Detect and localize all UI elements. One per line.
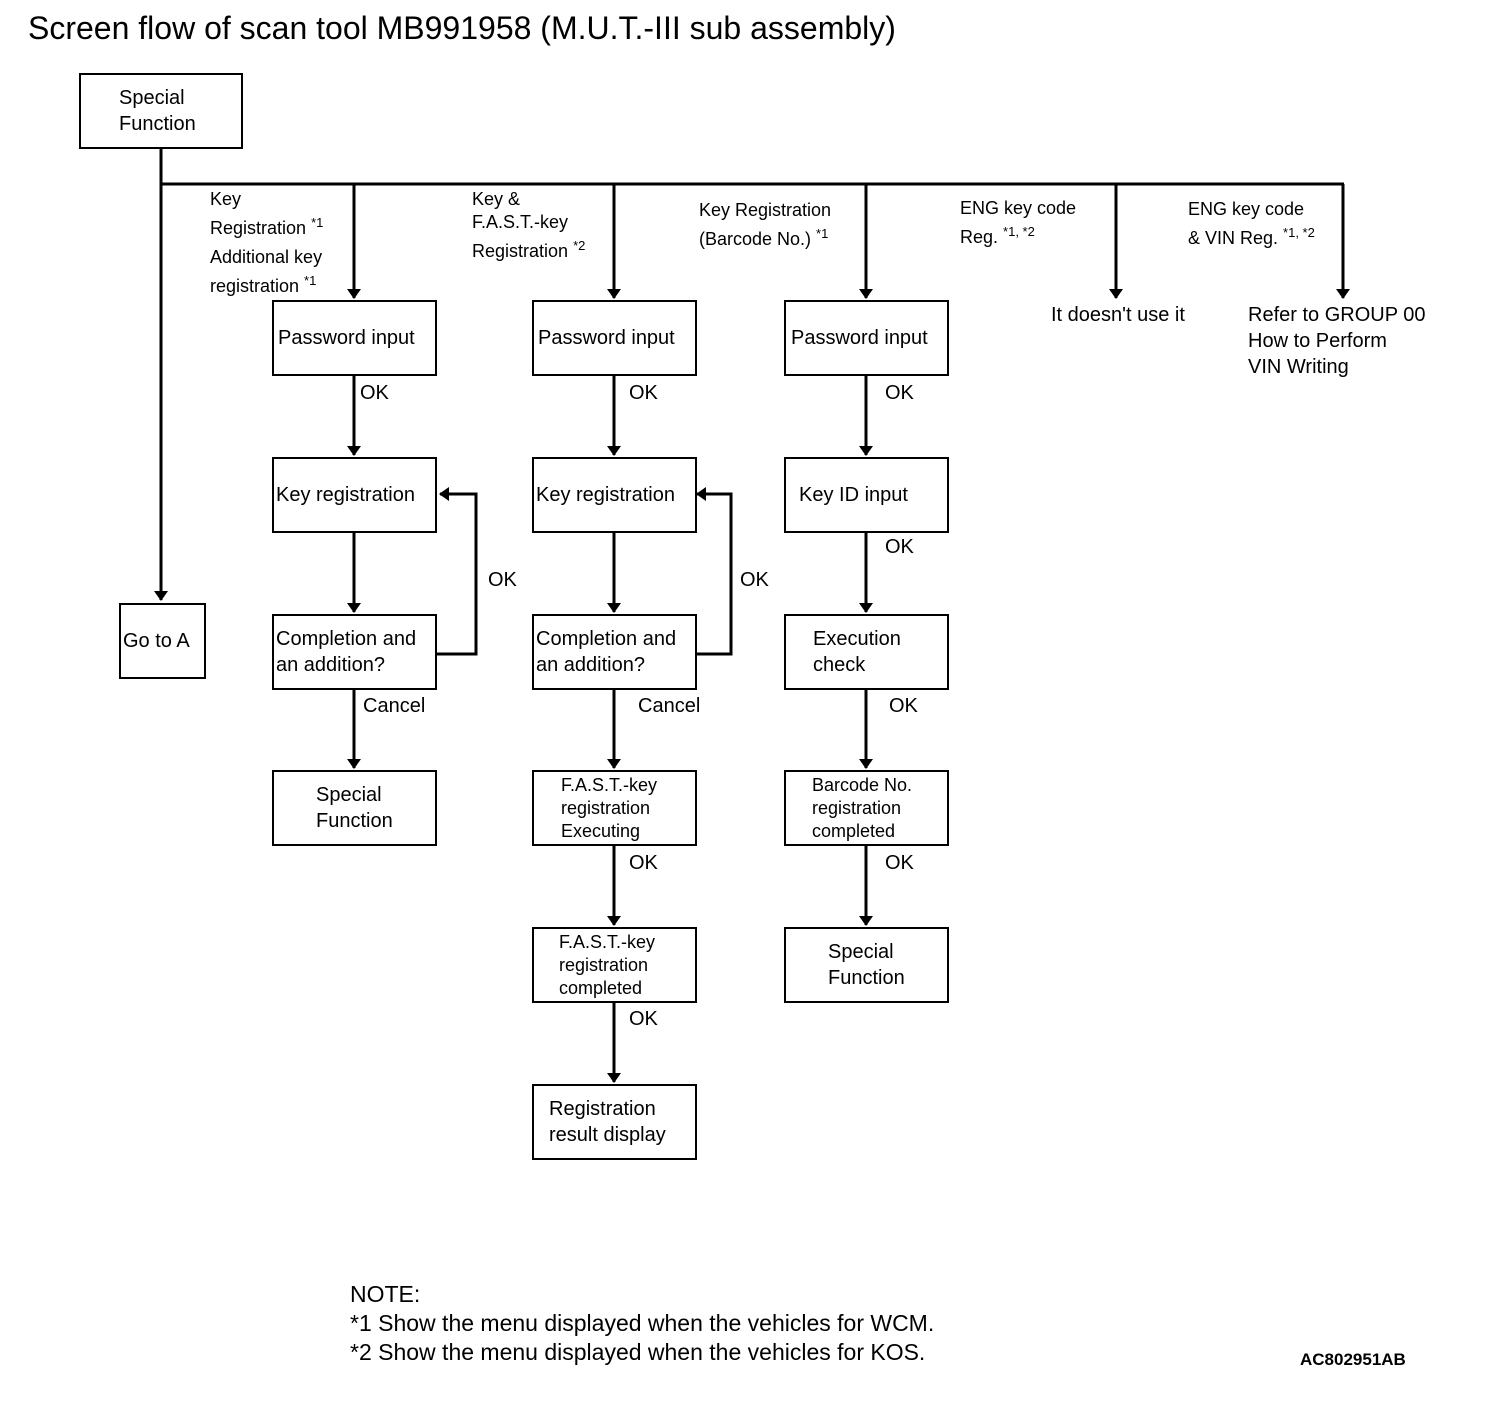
loop-c2 bbox=[696, 487, 733, 656]
c3-ok4: OK bbox=[885, 852, 914, 874]
branch1-label-b: Additional key registration *1 bbox=[210, 247, 323, 296]
c3-barcode-box: Barcode No. registration completed bbox=[784, 770, 949, 846]
c1-ok1: OK bbox=[360, 382, 389, 404]
c2-result-box: Registration result display bbox=[532, 1084, 697, 1160]
branch1-label-a: Key Registration *1 bbox=[210, 189, 324, 238]
footnote: NOTE: *1 Show the menu displayed when th… bbox=[350, 1281, 935, 1365]
root-box: Special Function bbox=[79, 73, 243, 149]
c1-cancel: Cancel bbox=[363, 695, 426, 717]
branch5-label: ENG key code & VIN Reg. *1, *2 bbox=[1188, 199, 1315, 248]
goto-box: Go to A bbox=[119, 603, 206, 679]
c2-keyreg-box: Key registration bbox=[532, 457, 697, 533]
branch3-label: Key Registration (Barcode No.) *1 bbox=[699, 200, 832, 249]
c1-keyreg-box: Key registration bbox=[272, 457, 437, 533]
c3-exec-box: Execution check bbox=[784, 614, 949, 690]
c1-special-box: Special Function bbox=[272, 770, 437, 846]
c1-completion-box: Completion and an addition? bbox=[272, 614, 437, 690]
c2-completion-box: Completion and an addition? bbox=[532, 614, 697, 690]
c3-ok3: OK bbox=[889, 695, 918, 717]
c2-cancel: Cancel bbox=[638, 695, 701, 717]
branch4-result: It doesn't use it bbox=[1051, 304, 1185, 326]
c3-password-box: Password input bbox=[784, 300, 949, 376]
root-label: Special Function bbox=[119, 87, 196, 135]
c3-special-box: Special Function bbox=[784, 927, 949, 1003]
branch4-label: ENG key code Reg. *1, *2 bbox=[960, 198, 1077, 247]
c2-fast-exec-box: F.A.S.T.-key registration Executing bbox=[532, 770, 697, 846]
c2-ok1: OK bbox=[629, 382, 658, 404]
branch5-result: Refer to GROUP 00 How to Perform VIN Wri… bbox=[1248, 304, 1426, 378]
page-title: Screen flow of scan tool MB991958 (M.U.T… bbox=[28, 10, 896, 46]
c3-ok1: OK bbox=[885, 382, 914, 404]
figure-code: AC802951AB bbox=[1300, 1350, 1406, 1369]
c1-password-box: Password input bbox=[272, 300, 437, 376]
goto-label: Go to A bbox=[123, 630, 190, 652]
c2-ok3: OK bbox=[629, 1008, 658, 1030]
c1-ok-loop: OK bbox=[488, 569, 517, 591]
c2-password-box: Password input bbox=[532, 300, 697, 376]
c2-ok2: OK bbox=[629, 852, 658, 874]
c2-ok-loop: OK bbox=[740, 569, 769, 591]
c3-ok2: OK bbox=[885, 536, 914, 558]
c3-keyid-box: Key ID input bbox=[784, 457, 949, 533]
branch2-label: Key & F.A.S.T.-key Registration *2 bbox=[472, 189, 586, 261]
loop-c1 bbox=[436, 487, 478, 656]
c2-fast-done-box: F.A.S.T.-key registration completed bbox=[532, 927, 697, 1003]
